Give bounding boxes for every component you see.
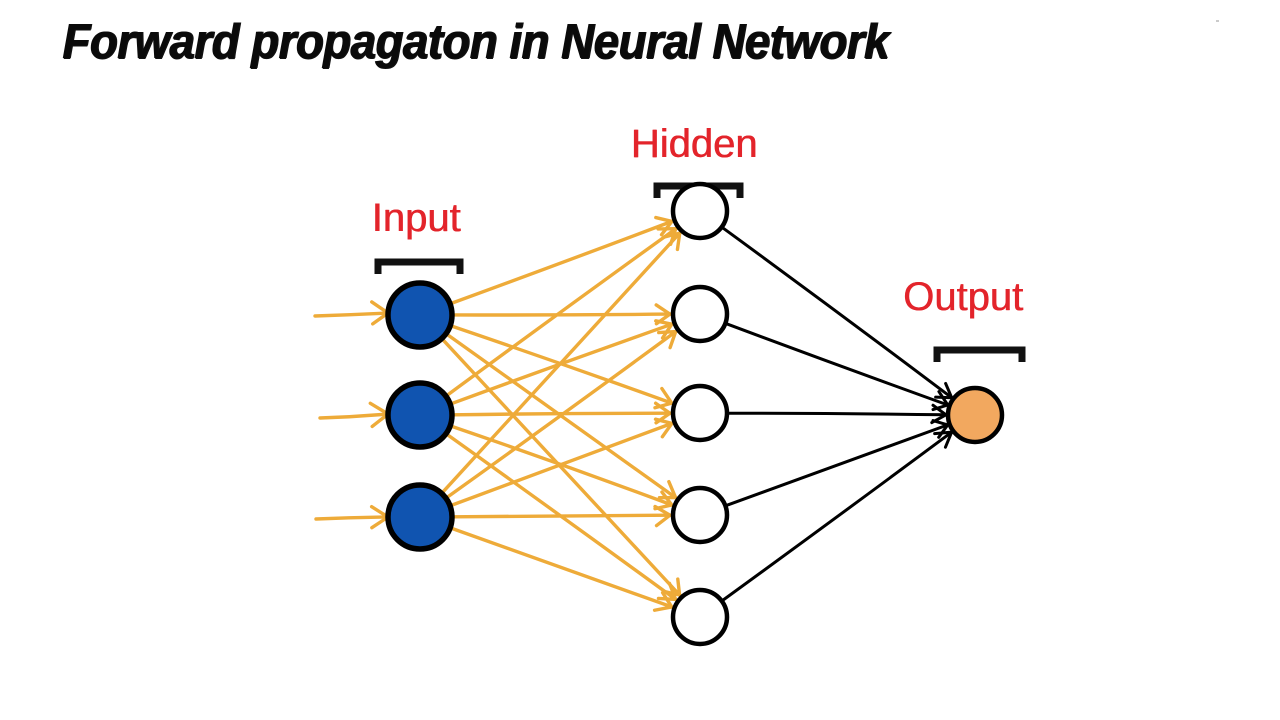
input-feed-arrow-f3 — [314, 515, 390, 521]
arrowhead — [369, 505, 390, 519]
arrowhead — [654, 319, 674, 326]
arrowhead — [653, 504, 672, 517]
arrowhead — [660, 421, 674, 439]
arrowhead — [667, 581, 678, 602]
weight-edge-h1-o1 — [720, 225, 954, 400]
hidden-layer-label: Hidden — [630, 122, 758, 166]
arrowhead — [652, 605, 674, 612]
output-layer-nodes — [945, 385, 1005, 445]
hidden-node-2[interactable] — [670, 284, 730, 344]
arrowhead — [662, 231, 682, 239]
arrowhead — [653, 417, 674, 426]
weight-edge-i1-h5 — [440, 337, 682, 597]
output-layer-bracket — [933, 346, 1026, 362]
output-layer-label: Output — [902, 275, 1024, 319]
arrowhead — [657, 329, 678, 335]
arrowhead — [931, 403, 948, 417]
input-feed-arrows — [313, 300, 390, 530]
input-node-1[interactable] — [385, 280, 455, 350]
arrowhead — [944, 381, 954, 400]
arrowhead — [931, 419, 950, 427]
input-feed-arrow-f1 — [313, 311, 390, 318]
arrowhead — [660, 490, 674, 507]
weight-edge-i3-h2 — [445, 329, 678, 500]
arrowhead — [667, 479, 678, 500]
arrowhead — [653, 401, 672, 415]
input-layer-label: Input — [371, 196, 461, 240]
output-node-1[interactable] — [945, 385, 1005, 445]
hidden-node-4[interactable] — [670, 485, 730, 545]
input-node-3[interactable] — [385, 482, 455, 552]
weight-edge-h5-o1 — [720, 430, 954, 603]
weight-edge-i3-h3 — [449, 421, 674, 508]
hidden-node-5[interactable] — [670, 587, 730, 647]
weight-edge-h4-o1 — [723, 423, 950, 508]
input-feed-arrow-f2 — [318, 412, 390, 420]
hidden-node-3[interactable] — [670, 383, 730, 443]
arrowhead — [943, 430, 954, 449]
arrowhead — [676, 577, 682, 597]
arrowhead — [937, 390, 950, 407]
weight-edge-i3-h5 — [449, 526, 674, 609]
arrowhead — [370, 300, 390, 315]
arrowhead — [937, 423, 950, 439]
input-layer-nodes — [385, 280, 455, 552]
weight-edge-i1-h2 — [451, 312, 672, 317]
arrowhead — [654, 303, 672, 316]
page-title: Forward propagaton in Neural Network — [62, 15, 889, 69]
arrowhead — [933, 430, 954, 436]
arrowhead — [675, 231, 682, 252]
weight-edge-i3-h1 — [440, 231, 682, 495]
input-layer-bracket — [374, 258, 464, 274]
input-to-hidden-edges — [440, 215, 682, 612]
hidden-layer-nodes — [670, 181, 730, 647]
arrowhead — [653, 401, 674, 410]
input-node-2[interactable] — [385, 380, 455, 450]
weight-edge-h3-o1 — [725, 411, 948, 417]
arrowhead — [368, 401, 390, 416]
weight-edge-h2-o1 — [723, 321, 950, 407]
image-artifact — [1216, 20, 1219, 22]
arrowhead — [654, 215, 674, 224]
arrowhead — [660, 386, 674, 405]
weight-edge-i2-h1 — [445, 227, 678, 398]
arrowhead — [654, 513, 672, 528]
weight-edge-i1-h1 — [449, 219, 674, 306]
arrowhead — [660, 590, 674, 609]
weight-edge-i3-h4 — [451, 513, 672, 519]
hidden-node-1[interactable] — [670, 181, 730, 241]
hidden-to-output-edges — [720, 225, 954, 603]
arrowhead — [668, 329, 678, 350]
